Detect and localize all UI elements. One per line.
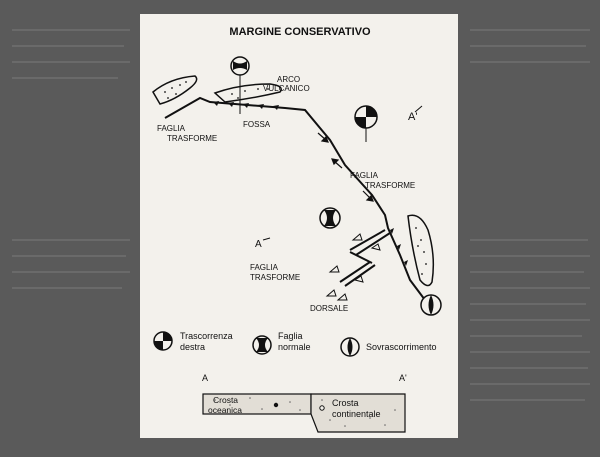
section-label-a: A [202, 373, 208, 383]
legend-icon-faglia-normale [252, 335, 272, 355]
mark-tick-left [262, 237, 271, 241]
crust-dots-right [415, 227, 427, 275]
label-faglia-2: FAGLIA [350, 171, 379, 180]
beachball-thrust-right [420, 294, 442, 316]
label-arco: ARCO [277, 75, 300, 84]
section-label-a-prime: A' [399, 373, 407, 383]
cross-section [202, 393, 406, 433]
label-trasforme-2: TRASFORME [365, 181, 415, 190]
legend-trascorrenza-2: destra [180, 342, 205, 352]
crust-dots-left [164, 81, 187, 99]
legend-faglia-normale-1: Faglia [278, 331, 303, 341]
legend-icon-sovrascorrimento [340, 337, 360, 357]
legend-sovrascorrimento: Sovrascorrimento [366, 342, 437, 352]
transform-arrows [317, 132, 374, 202]
label-faglia-1: FAGLIA [157, 124, 186, 133]
label-crosta-oceanica-2: oceanica [208, 405, 242, 415]
plate-boundary-line [164, 96, 426, 301]
mark-tick-top [414, 105, 423, 113]
label-crosta-oceanica-1: Crosta [213, 395, 238, 405]
legend-trascorrenza-1: Trascorrenza [180, 331, 233, 341]
ridge-segments [339, 229, 391, 287]
mark-a-left: A [255, 239, 262, 250]
arc-dots [231, 88, 269, 99]
volcanic-arc-blob [213, 83, 282, 103]
label-crosta-continentale-2: continentale [332, 409, 381, 419]
label-trasforme-1: TRASFORME [167, 134, 217, 143]
label-faglia-3: FAGLIA [250, 263, 279, 272]
crust-blob-left [152, 75, 198, 105]
label-vulcanico: VULCANICO [263, 84, 310, 93]
beachball-ridge [319, 207, 341, 229]
legend-faglia-normale-2: normale [278, 342, 311, 352]
label-crosta-continentale-1: Crosta [332, 398, 359, 408]
thrust-teeth [213, 101, 408, 266]
legend: Trascorrenza destra Faglia normale Sovra… [153, 331, 437, 357]
label-trasforme-3: TRASFORME [250, 273, 300, 282]
spreading-arrows [325, 233, 381, 301]
diagram-title: MARGINE CONSERVATIVO [229, 26, 371, 38]
label-dorsale: DORSALE [310, 304, 348, 313]
beachball-arc [230, 56, 250, 114]
mark-a-prime-top: A' [408, 111, 417, 123]
legend-icon-trascorrenza [153, 331, 173, 351]
beachball-transform-1 [354, 105, 378, 142]
label-fossa: FOSSA [243, 120, 271, 129]
crust-blob-right [407, 214, 435, 287]
